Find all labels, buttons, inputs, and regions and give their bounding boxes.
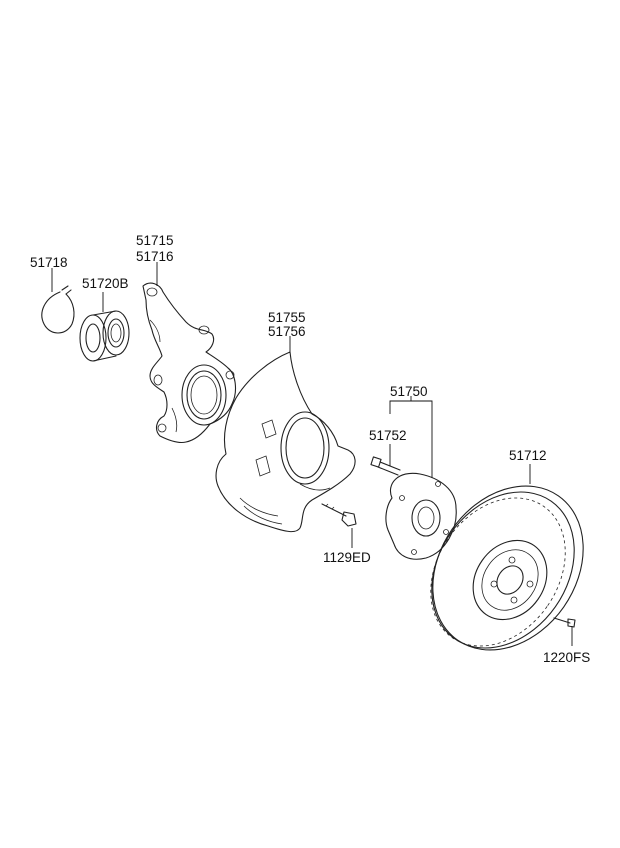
label-51752[interactable]: 51752 [369, 428, 407, 443]
screw-1220fs[interactable] [553, 617, 576, 628]
label-1220fs[interactable]: 1220FS [543, 650, 590, 665]
label-51712[interactable]: 51712 [509, 448, 547, 463]
dust-cover-51755[interactable] [215, 351, 356, 533]
label-51755[interactable]: 51755 [268, 310, 306, 325]
bolt-1129ed[interactable] [321, 503, 357, 527]
label-51718[interactable]: 51718 [30, 255, 68, 270]
wheel-bearing-51720b[interactable] [79, 310, 130, 362]
wheel-bolt-51752[interactable] [370, 456, 401, 476]
label-51750[interactable]: 51750 [390, 384, 428, 399]
label-51716[interactable]: 51716 [136, 249, 174, 264]
wheel-hub-51750[interactable] [385, 472, 457, 560]
label-1129ed[interactable]: 1129ED [323, 550, 371, 565]
label-51756[interactable]: 51756 [268, 324, 306, 339]
label-51720b[interactable]: 51720B [82, 276, 129, 291]
label-51715[interactable]: 51715 [136, 233, 174, 248]
steering-knuckle-51715[interactable] [142, 282, 237, 444]
brake-disc-51712[interactable] [402, 457, 614, 679]
circlip-51718[interactable] [41, 285, 75, 334]
